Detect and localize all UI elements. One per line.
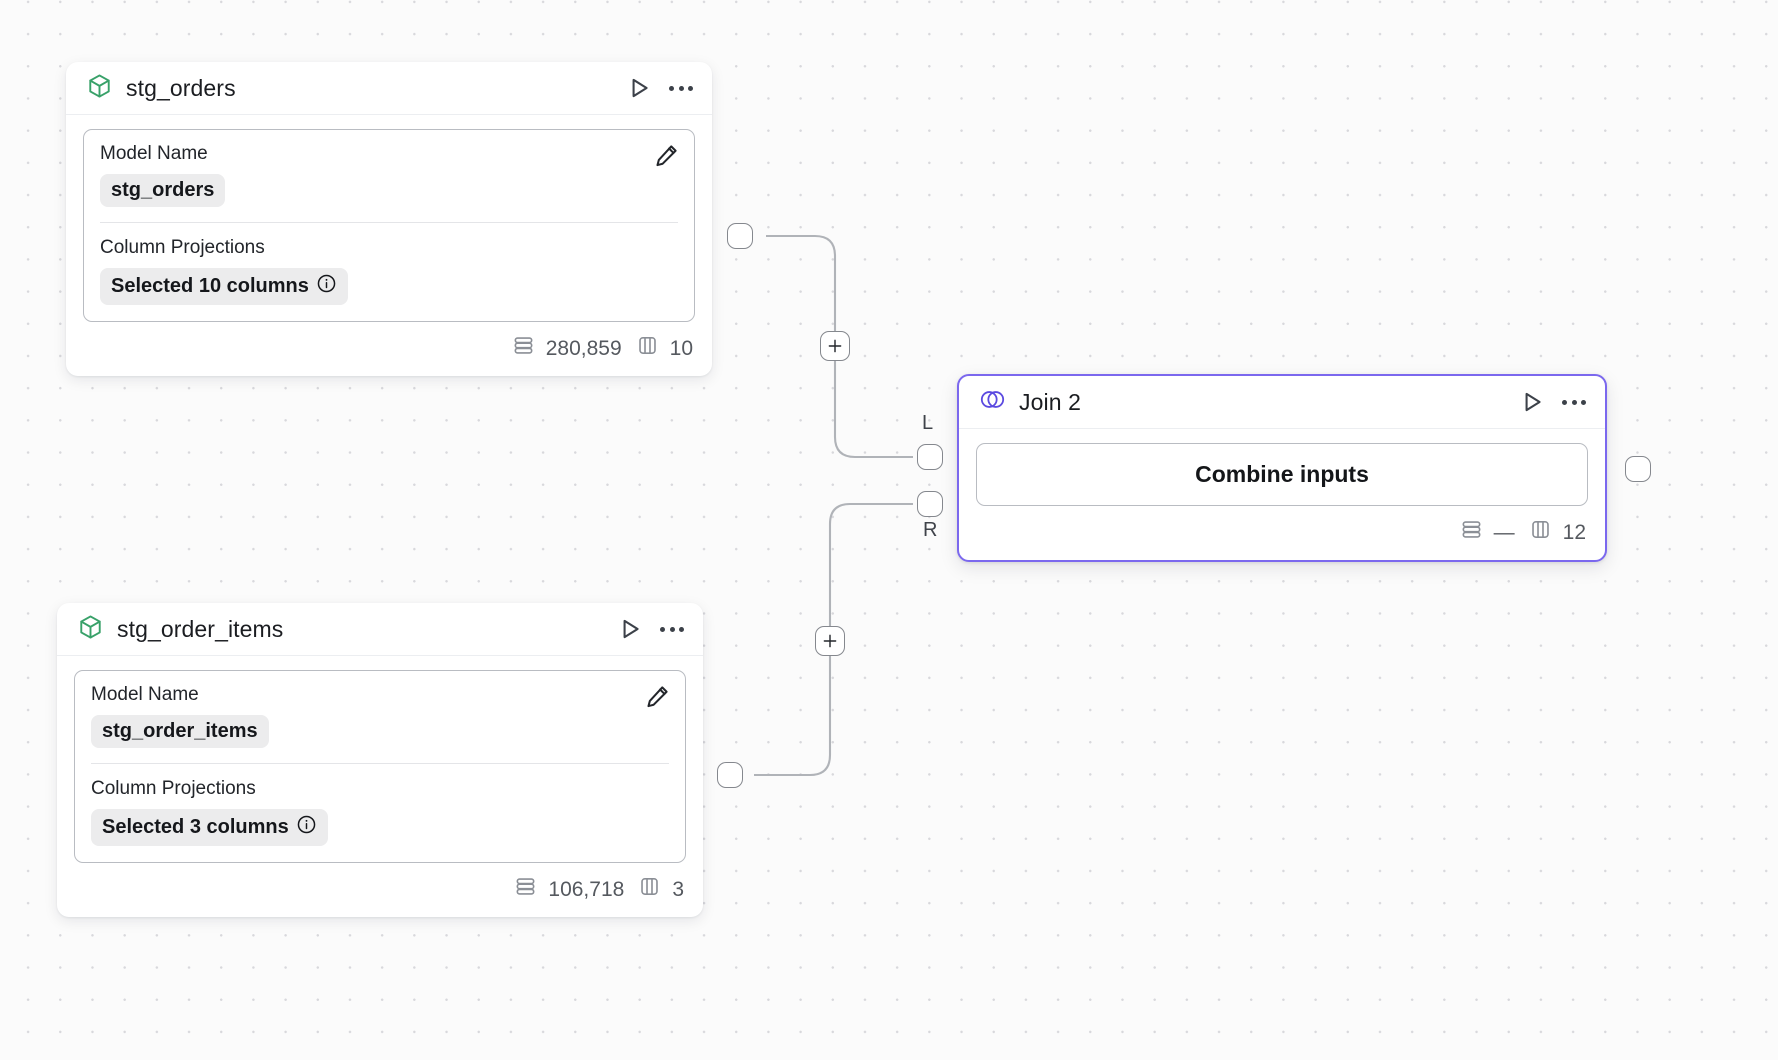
column-projections-row: Column Projections Selected 10 columns: [100, 237, 678, 305]
columns-value: 12: [1562, 520, 1586, 544]
model-name-label: Model Name: [91, 684, 199, 705]
node-title: stg_orders: [126, 74, 236, 101]
node-body: Model Name stg_orders Column Projections…: [66, 115, 712, 322]
more-options-icon[interactable]: [659, 623, 685, 636]
column-count-stat: 10: [636, 334, 693, 363]
node-header-actions: [626, 75, 694, 101]
columns-value: 3: [672, 877, 684, 901]
node-header: Join 2: [959, 376, 1605, 429]
info-icon[interactable]: [316, 273, 337, 300]
model-config-panel: Model Name stg_order_items Column Projec…: [74, 670, 686, 863]
run-icon[interactable]: [617, 616, 643, 642]
rows-value: —: [1493, 520, 1515, 544]
node-footer-stats: 280,859 10: [66, 322, 712, 376]
input-port-right-label: R: [923, 519, 938, 541]
rows-icon: [512, 334, 535, 363]
column-projections-value[interactable]: Selected 10 columns: [100, 268, 348, 305]
column-count-stat: 3: [638, 875, 684, 904]
panel-divider: [100, 222, 678, 223]
edit-icon[interactable]: [653, 142, 680, 174]
columns-icon: [1529, 518, 1552, 547]
row-count-stat: —: [1460, 518, 1515, 547]
edit-icon[interactable]: [644, 683, 671, 715]
node-footer-stats: 106,718 3: [57, 863, 703, 917]
model-name-value[interactable]: stg_orders: [100, 174, 226, 207]
more-options-icon[interactable]: [1561, 396, 1587, 409]
row-count-stat: 280,859: [512, 334, 622, 363]
column-count-stat: 12: [1529, 518, 1586, 547]
columns-icon: [636, 334, 659, 363]
panel-divider: [91, 763, 669, 764]
node-footer-stats: — 12: [959, 506, 1605, 560]
node-header-actions: [1519, 389, 1587, 415]
column-projections-row: Column Projections Selected 3 columns: [91, 778, 669, 846]
info-icon[interactable]: [296, 814, 317, 841]
model-name-row: Model Name stg_orders: [100, 143, 678, 207]
venn-icon: [979, 386, 1006, 418]
column-projections-label: Column Projections: [100, 237, 265, 258]
node-title: stg_order_items: [117, 615, 284, 642]
rows-value: 280,859: [545, 336, 622, 360]
input-port-join-left[interactable]: [917, 444, 943, 470]
run-icon[interactable]: [1519, 389, 1545, 415]
add-node-on-edge-button-top[interactable]: [820, 331, 850, 361]
node-header: stg_order_items: [57, 603, 703, 656]
node-stg-orders[interactable]: stg_orders: [66, 62, 712, 376]
column-projections-text: Selected 10 columns: [111, 275, 309, 297]
model-name-label: Model Name: [100, 143, 208, 164]
combine-inputs-button[interactable]: Combine inputs: [976, 443, 1588, 506]
column-projections-text: Selected 3 columns: [102, 816, 289, 838]
output-port-stg-order-items[interactable]: [717, 762, 743, 788]
node-stg-order-items[interactable]: stg_order_items: [57, 603, 703, 917]
node-join-2[interactable]: Join 2 Combine inputs: [957, 374, 1607, 562]
node-body: Combine inputs: [959, 429, 1605, 506]
cube-icon: [86, 72, 113, 105]
node-title: Join 2: [1019, 388, 1081, 415]
model-name-value[interactable]: stg_order_items: [91, 715, 269, 748]
run-icon[interactable]: [626, 75, 652, 101]
rows-icon: [1460, 518, 1483, 547]
node-body: Model Name stg_order_items Column Projec…: [57, 656, 703, 863]
add-node-on-edge-button-bottom[interactable]: [815, 626, 845, 656]
rows-icon: [514, 875, 537, 904]
cube-icon: [77, 613, 104, 646]
columns-icon: [638, 875, 661, 904]
columns-value: 10: [669, 336, 693, 360]
model-config-panel: Model Name stg_orders Column Projections…: [83, 129, 695, 322]
output-port-join-2[interactable]: [1625, 456, 1651, 482]
rows-value: 106,718: [548, 877, 625, 901]
row-count-stat: 106,718: [514, 875, 624, 904]
node-header: stg_orders: [66, 62, 712, 115]
column-projections-label: Column Projections: [91, 778, 256, 799]
more-options-icon[interactable]: [668, 82, 694, 95]
node-header-actions: [617, 616, 685, 642]
input-port-join-right[interactable]: [917, 491, 943, 517]
input-port-left-label: L: [922, 412, 934, 434]
output-port-stg-orders[interactable]: [727, 223, 753, 249]
model-name-row: Model Name stg_order_items: [91, 684, 669, 748]
column-projections-value[interactable]: Selected 3 columns: [91, 809, 328, 846]
